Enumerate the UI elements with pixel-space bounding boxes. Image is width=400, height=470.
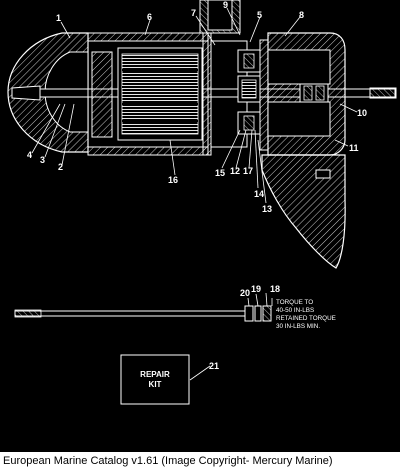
repair-kit-line-1: REPAIR <box>140 370 170 379</box>
part-label-15: 15 <box>215 168 225 178</box>
part-label-19: 19 <box>251 284 261 294</box>
torque-note-line-4: 30 IN-LBS MIN. <box>276 323 320 330</box>
rear-housing <box>267 32 346 156</box>
part-label-6: 6 <box>147 12 152 22</box>
part-label-7: 7 <box>191 8 196 18</box>
part-label-20: 20 <box>240 288 250 298</box>
motor-housing <box>87 32 212 156</box>
part-label-4: 4 <box>27 150 32 160</box>
part-label-13: 13 <box>262 204 272 214</box>
part-label-3: 3 <box>40 155 45 165</box>
armature <box>117 47 203 141</box>
part-labels: 1 2 3 4 5 6 7 8 9 10 11 12 13 14 15 16 1… <box>27 0 367 371</box>
thru-bolt <box>14 305 272 322</box>
part-label-9: 9 <box>223 0 228 10</box>
image-caption: European Marine Catalog v1.61 (Image Cop… <box>0 452 400 470</box>
part-label-1: 1 <box>56 13 61 23</box>
motor-shaft <box>39 87 397 99</box>
part-label-14: 14 <box>254 189 264 199</box>
part-label-11: 11 <box>349 143 359 153</box>
diagram-canvas: 1 2 3 4 5 6 7 8 9 10 11 12 13 14 15 16 1… <box>7 0 397 405</box>
torque-note: TORQUE TO 40-50 IN-LBS RETAINED TORQUE 3… <box>276 299 336 330</box>
part-label-8: 8 <box>299 10 304 20</box>
skeg <box>261 154 346 269</box>
torque-note-line-2: 40-50 IN-LBS <box>276 307 314 314</box>
part-label-18: 18 <box>270 284 280 294</box>
part-label-10: 10 <box>357 108 367 118</box>
part-label-21: 21 <box>209 361 219 371</box>
repair-kit-box: REPAIR KIT <box>120 354 190 405</box>
part-label-5: 5 <box>257 10 262 20</box>
part-label-2: 2 <box>58 162 63 172</box>
torque-note-line-1: TORQUE TO <box>276 299 313 306</box>
leader-lines <box>31 7 358 381</box>
brush-end <box>199 0 269 151</box>
torque-note-line-3: RETAINED TORQUE <box>276 315 336 322</box>
part-label-17: 17 <box>243 166 253 176</box>
repair-kit-line-2: KIT <box>149 380 162 389</box>
part-label-12: 12 <box>230 166 240 176</box>
part-label-16: 16 <box>168 175 178 185</box>
